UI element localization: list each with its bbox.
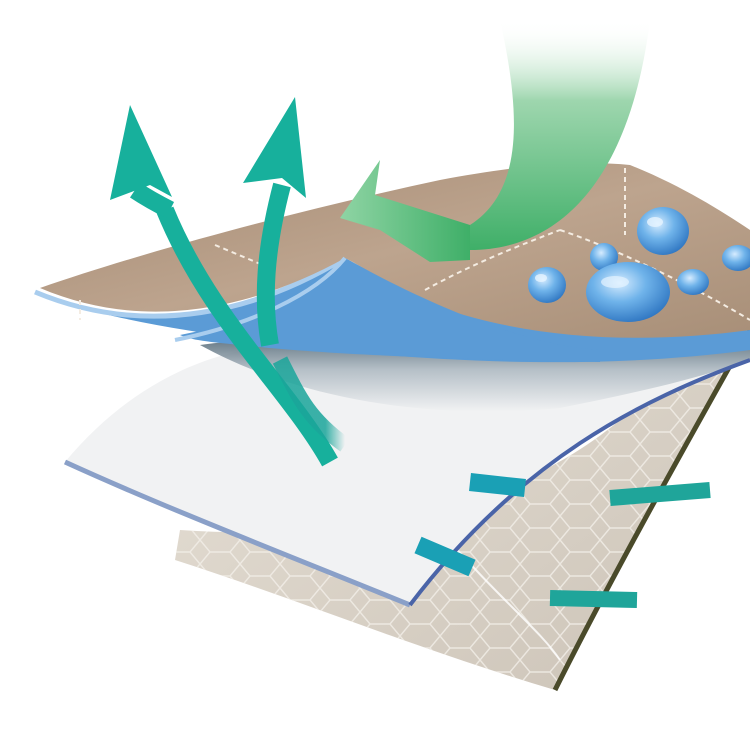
water-drop-1 [637, 207, 689, 255]
outflow-arrow-4 [549, 590, 638, 608]
water-drops [528, 207, 750, 322]
water-drop-3 [586, 262, 670, 322]
outflow-arrow-3 [609, 482, 711, 506]
outflow-arrow-2 [414, 536, 476, 577]
water-drop-4 [528, 267, 566, 303]
outflow-arrows [414, 473, 711, 608]
outflow-arrow-1 [469, 473, 526, 497]
absorbent-core-layer [63, 335, 750, 608]
breathable-arrow-1-shaft [156, 206, 338, 467]
inflow-arrow [340, 20, 650, 262]
membrane-curl [174, 256, 600, 362]
breathable-arrow-1-head [110, 105, 172, 200]
water-drop-2 [590, 243, 618, 271]
breathable-arrow-2-shaft [256, 182, 291, 347]
breathable-arrows [110, 97, 350, 467]
breathable-arrow-2-head [243, 97, 306, 198]
water-drop-6 [722, 245, 750, 271]
water-drop-5 [677, 269, 709, 295]
